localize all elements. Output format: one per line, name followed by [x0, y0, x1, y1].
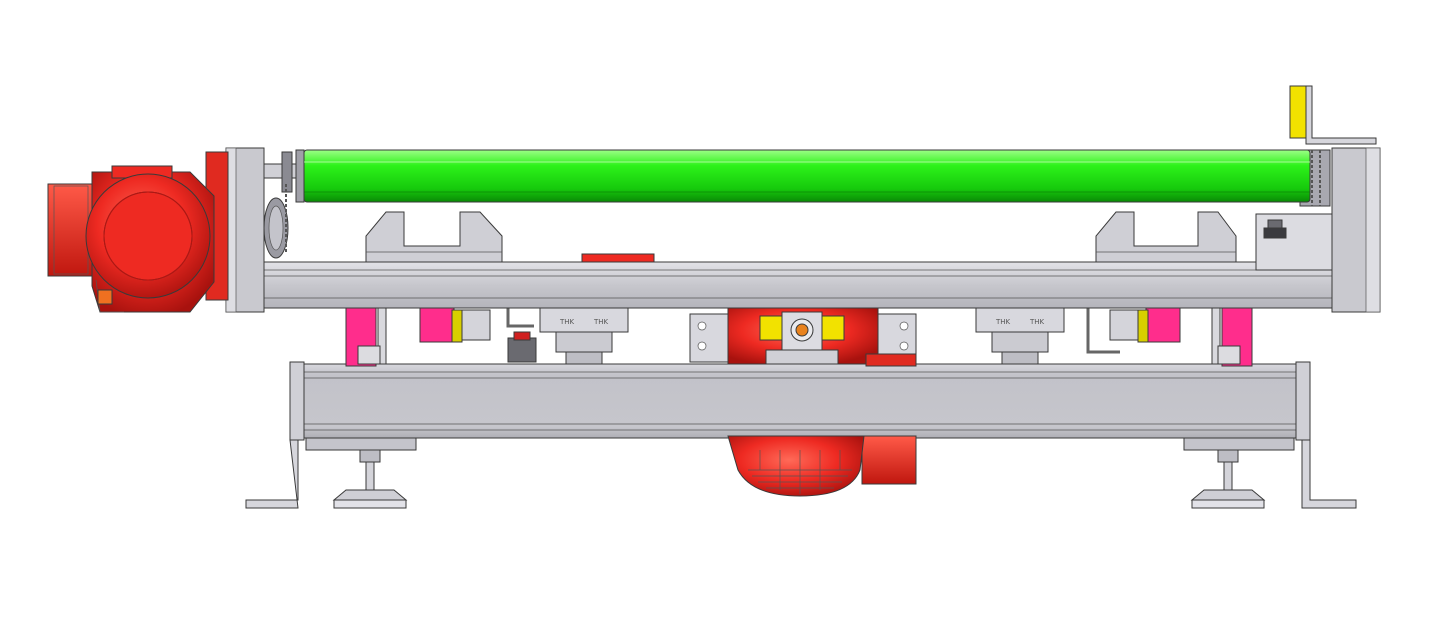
lower-base-beam [289, 361, 1311, 451]
svg-text:THK: THK [995, 318, 1011, 326]
svg-text:THK: THK [1029, 318, 1045, 326]
leveling-feet [332, 449, 1266, 509]
floor-brackets [245, 439, 1357, 509]
center-drive-block [581, 253, 917, 367]
gear-motor-left [47, 151, 229, 313]
sensor-bracket [1255, 85, 1377, 271]
svg-text:THK: THK [559, 318, 575, 326]
lift-posts [345, 307, 1253, 367]
linear-guide-rail: THK THK THK THK [506, 307, 1120, 365]
gear-motor-bottom [727, 435, 917, 497]
svg-text:THK: THK [593, 318, 609, 326]
upper-carriage-frame [225, 147, 1381, 313]
conveyor-roller [303, 149, 1311, 203]
